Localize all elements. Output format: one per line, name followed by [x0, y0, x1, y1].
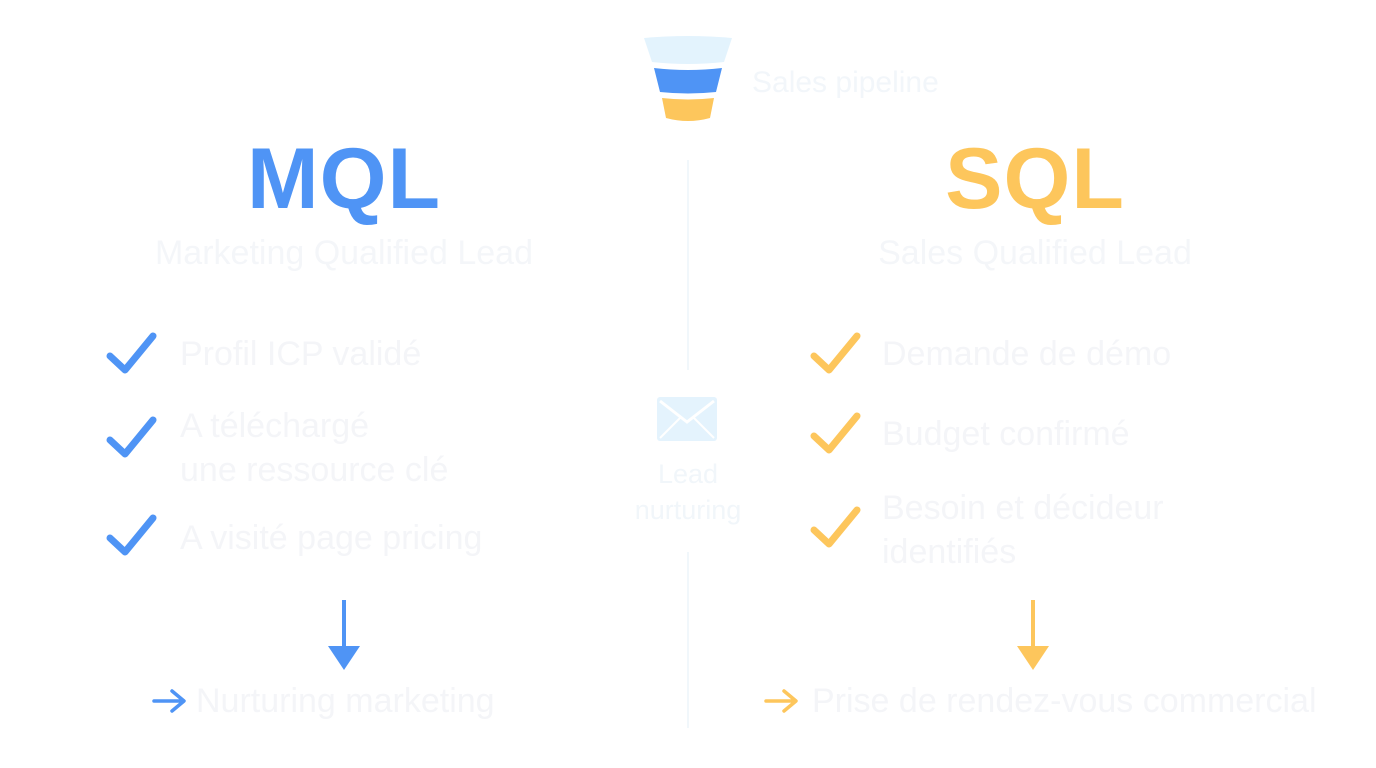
sql-subtitle: Sales Qualified Lead	[878, 234, 1192, 272]
sql-result: Prise de rendez-vous commercial	[812, 682, 1317, 720]
sql-criterion-3: Besoin et décideur identifiés	[882, 489, 1164, 571]
mql-result: Nurturing marketing	[196, 682, 495, 720]
blue-check-icon	[106, 416, 157, 458]
yellow-right-arrow-icon	[764, 689, 798, 713]
yellow-check-icon	[810, 506, 861, 548]
sql-title: SQL	[945, 131, 1125, 227]
blue-check-icon	[106, 332, 157, 374]
blue-right-arrow-icon	[152, 689, 186, 713]
sql-criterion-1: Demande de démo	[882, 335, 1172, 373]
sql-criterion-2: Budget confirmé	[882, 415, 1130, 453]
funnel-icon	[644, 36, 732, 121]
center-caption: Lead nurturing	[634, 459, 742, 525]
funnel-bottom-layer	[662, 98, 714, 121]
blue-down-arrow-icon	[328, 600, 360, 670]
yellow-check-icon	[810, 332, 861, 374]
yellow-down-arrow-icon	[1017, 600, 1049, 670]
funnel-top-layer	[644, 36, 732, 64]
center-divider-top	[687, 160, 689, 370]
mql-criterion-3: A visité page pricing	[180, 519, 483, 557]
envelope-icon	[657, 397, 717, 441]
yellow-check-icon	[810, 412, 861, 454]
mql-subtitle: Marketing Qualified Lead	[154, 234, 533, 272]
center-divider-bottom	[687, 552, 689, 728]
blue-check-icon	[106, 514, 157, 556]
funnel-label: Sales pipeline	[752, 66, 939, 99]
mql-criterion-2: A téléchargé une ressource clé	[180, 407, 449, 489]
mql-criterion-1: Profil ICP validé	[180, 335, 422, 373]
funnel-middle-layer	[654, 68, 722, 94]
mql-title: MQL	[246, 131, 442, 227]
